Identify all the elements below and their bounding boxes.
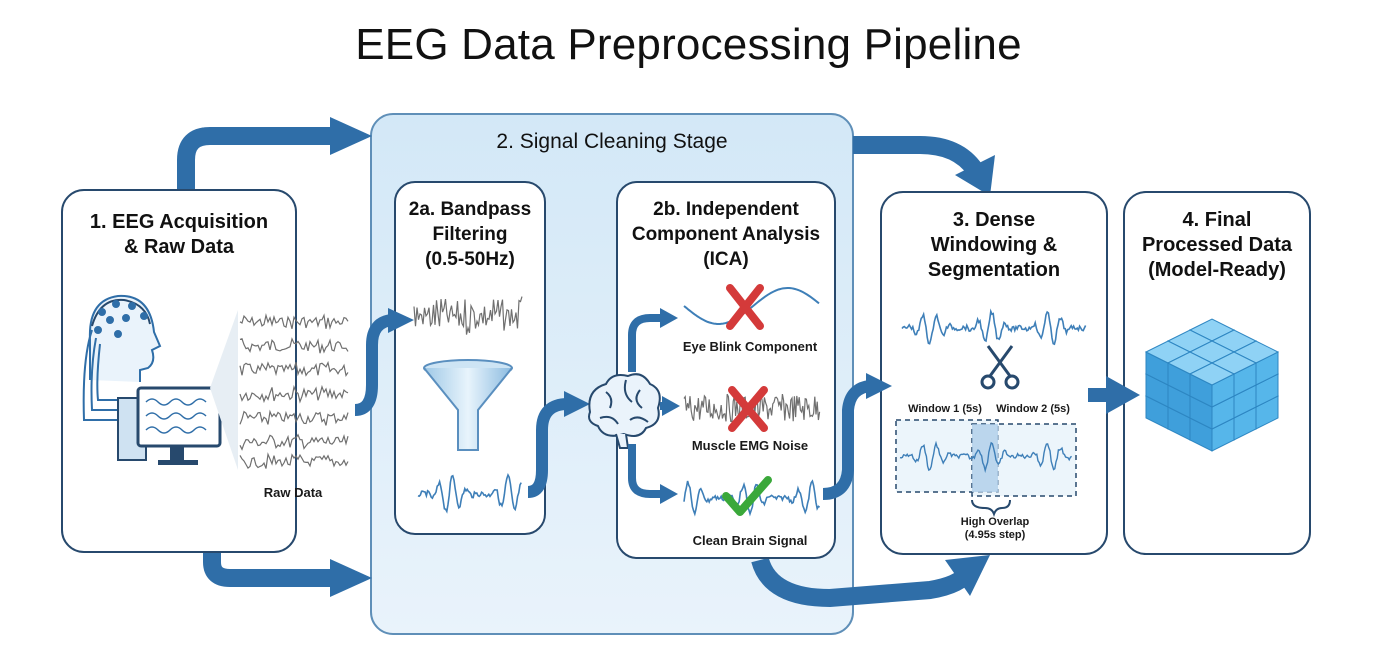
arrow-head-bottom-1 — [330, 559, 372, 597]
windowed-trace — [899, 440, 1073, 474]
arrow-acq-to-cleaning-bottom — [203, 550, 335, 587]
ica-component-label-clean-brain: Clean Brain Signal — [692, 533, 808, 548]
arrow-ica-branch-3 — [628, 444, 662, 498]
ica-component-label-muscle-emg: Muscle EMG Noise — [691, 438, 809, 453]
arrow-ica-branch-1 — [628, 314, 662, 372]
arrow-head-branch-1 — [660, 308, 678, 328]
windowing-title: 3. Dense Windowing & Segmentation — [927, 209, 1061, 281]
data-cube-stack — [1144, 318, 1280, 452]
window-2-label: Window 2 (5s) — [996, 403, 1070, 415]
final-title: 4. Final Processed Data (Model-Ready) — [1141, 209, 1293, 281]
arrow-head-top-2 — [955, 155, 995, 196]
windowing-input-trace — [901, 308, 1087, 346]
raw-eeg-trace — [239, 409, 349, 426]
overlap-label: High Overlap (4.95s step) — [960, 516, 1030, 541]
arrow-head-ica — [564, 391, 590, 417]
filtered-output-wave — [417, 472, 522, 514]
reject-x-icon-eye-blink — [726, 284, 764, 330]
data-cube — [1188, 362, 1236, 408]
noisy-trace — [413, 296, 523, 335]
raw-eeg-trace — [239, 433, 349, 451]
acquisition-title: 1. EEG Acquisition & Raw Data — [89, 211, 269, 258]
scissors-icon — [980, 345, 1020, 390]
noisy-input-wave — [413, 296, 523, 335]
monitor-icon — [117, 386, 222, 465]
bandpass-box — [394, 181, 546, 535]
window-overlap-region — [972, 424, 998, 492]
funnel-icon — [423, 359, 513, 451]
arrow-head-bottom-2 — [945, 555, 990, 596]
ica-title: 2b. Independent Component Analysis (ICA) — [631, 199, 821, 270]
reject-x-icon-muscle-emg — [728, 386, 768, 432]
ica-component-label-eye-blink: Eye Blink Component — [682, 339, 818, 354]
raw-eeg-trace — [239, 384, 349, 404]
windowing-input-wave — [901, 308, 1087, 346]
arrow-head-windowing — [866, 373, 892, 399]
arrow-cleaning-to-windowing-top — [853, 136, 983, 176]
arrow-head-branch-2 — [662, 396, 680, 416]
arrow-head-branch-3 — [660, 484, 678, 504]
raw-data-label: Raw Data — [263, 485, 323, 500]
filtered-trace — [417, 472, 522, 514]
raw-eeg-waves — [239, 313, 349, 470]
raw-eeg-trace — [239, 337, 349, 354]
arrow-head-top-1 — [330, 117, 372, 155]
bandpass-title: 2a. Bandpass Filtering (0.5-50Hz) — [408, 199, 532, 270]
arrow-cleaning-to-windowing-side — [822, 380, 871, 500]
windowed-wave — [899, 440, 1073, 474]
cleaning-stage-title: 2. Signal Cleaning Stage — [496, 130, 728, 153]
raw-eeg-trace — [239, 360, 349, 377]
ica-box — [616, 181, 836, 559]
raw-eeg-trace — [239, 313, 349, 331]
arrow-head-final — [1106, 376, 1140, 414]
accept-check-icon — [722, 476, 772, 516]
arrow-windowing-to-final-shaft — [1088, 388, 1110, 402]
arrow-acq-to-bandpass — [354, 314, 394, 416]
zoom-wedge — [210, 310, 238, 470]
page-title: EEG Data Preprocessing Pipeline — [355, 20, 1022, 69]
brain-icon — [588, 373, 661, 449]
overlap-brace — [971, 499, 1011, 518]
eye-blink-trace — [683, 287, 820, 325]
arrow-head-bandpass — [388, 308, 414, 333]
raw-eeg-trace — [239, 452, 349, 470]
head-eeg-cap-icon — [82, 294, 162, 421]
arrow-bandpass-to-ica — [527, 398, 569, 498]
window-1-label: Window 1 (5s) — [908, 403, 982, 415]
clean-brain-trace — [683, 479, 821, 517]
arrow-acq-to-cleaning-top — [177, 127, 335, 190]
